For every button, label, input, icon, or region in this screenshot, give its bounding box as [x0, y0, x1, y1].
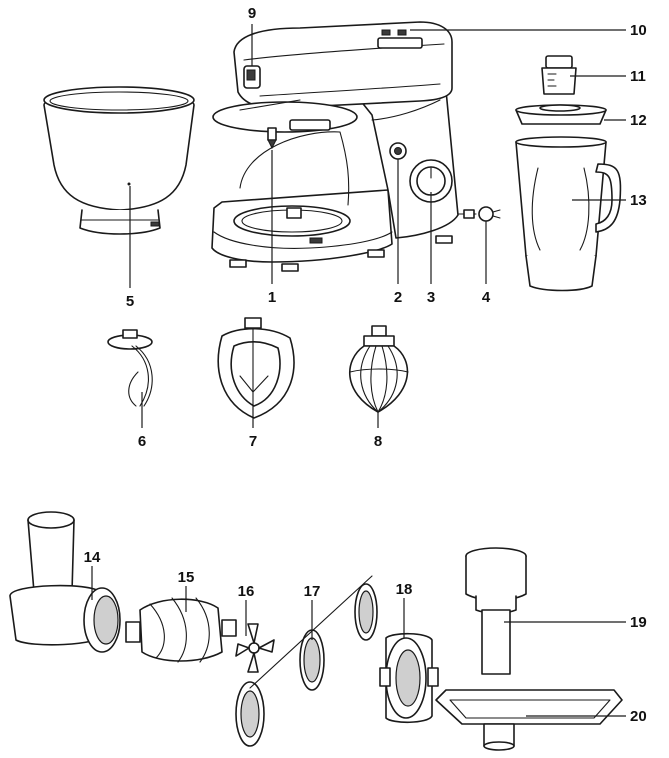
blender-cap [541, 55, 577, 95]
callout-16: 16 [238, 583, 255, 600]
wire-whisk [349, 325, 409, 413]
mincer-housing [9, 511, 121, 653]
callout-18: 18 [396, 581, 413, 598]
food-pusher [465, 547, 527, 675]
power-cord [457, 206, 501, 222]
blender-jar [515, 136, 622, 292]
callout-9: 9 [248, 5, 256, 22]
callout-10: 10 [630, 22, 647, 39]
feed-tray [435, 689, 623, 751]
callout-14: 14 [84, 549, 101, 566]
callout-20: 20 [630, 708, 647, 725]
callout-15: 15 [178, 569, 195, 586]
ring-nut [379, 632, 439, 724]
callout-12: 12 [630, 112, 647, 129]
callout-13: 13 [630, 192, 647, 209]
callout-19: 19 [630, 614, 647, 631]
stand-mixer-body [211, 21, 459, 272]
callout-8: 8 [374, 433, 382, 450]
cross-blade [235, 623, 275, 673]
callout-6: 6 [138, 433, 146, 450]
callout-2: 2 [394, 289, 402, 306]
callout-3: 3 [427, 289, 435, 306]
blender-lid [515, 104, 607, 125]
callout-5: 5 [126, 293, 134, 310]
callout-17: 17 [304, 583, 321, 600]
auger-screw [125, 597, 237, 663]
callout-labels: 1 2 3 4 5 6 7 8 9 10 11 12 13 14 15 16 1… [84, 5, 647, 725]
leader-lines [91, 24, 626, 717]
dough-hook [107, 329, 153, 407]
mincing-plates [235, 575, 378, 747]
mixing-bowl [43, 86, 195, 235]
flat-beater [217, 317, 295, 419]
callout-1: 1 [268, 289, 276, 306]
callout-11: 11 [630, 68, 646, 85]
callout-4: 4 [482, 289, 491, 306]
callout-7: 7 [249, 433, 257, 450]
